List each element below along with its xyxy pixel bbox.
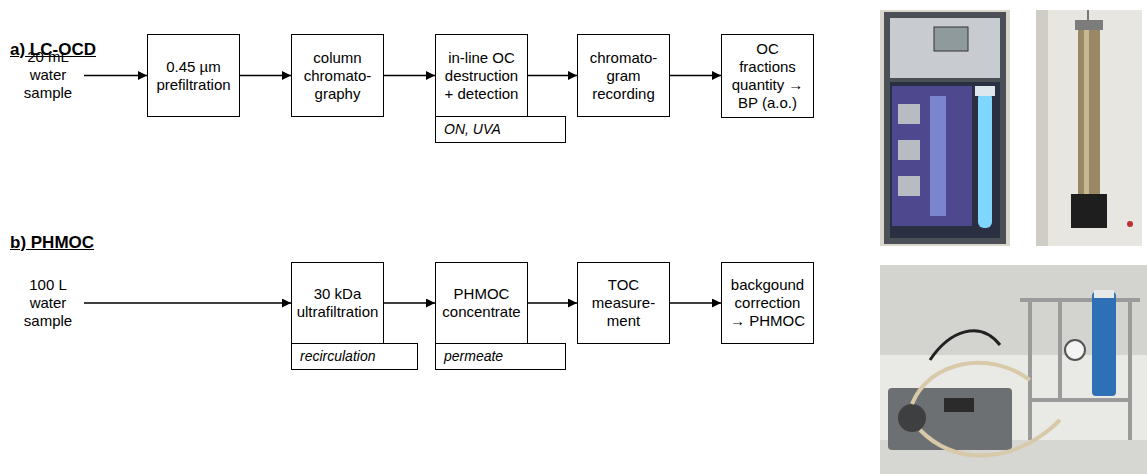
column-clamp: [1071, 194, 1107, 228]
uv-tube: [978, 92, 992, 228]
metal-frame: [1020, 300, 1140, 440]
flow-arrow: [384, 75, 435, 76]
process-box: TOC measure- ment: [577, 262, 670, 344]
node-text: 100 L water sample: [16, 276, 80, 330]
column-cap: [1075, 20, 1103, 30]
pump: [898, 104, 920, 124]
input-label: 100 L water sample: [16, 276, 80, 330]
node-text: backgound correction → PHMOC: [726, 276, 809, 330]
cartridge-cap: [1094, 290, 1114, 298]
node-text: ON, UVA: [444, 120, 501, 138]
fitting: [1127, 221, 1133, 227]
process-box: in-line OC destruction + detection: [435, 34, 528, 117]
power-cable: [930, 331, 1000, 360]
tube-cap: [975, 86, 995, 96]
column-body: [1078, 20, 1100, 198]
flow-arrow: [84, 302, 291, 303]
column-photo: [1036, 10, 1142, 246]
cabinet-panel: [890, 18, 1000, 78]
node-text: recirculation: [300, 347, 375, 365]
ultrafiltration-photo: [880, 265, 1147, 474]
photo-ground: [880, 265, 1147, 474]
node-text: 30 kDa ultrafiltration: [296, 285, 379, 321]
filter-cartridge: [1092, 292, 1116, 396]
uv-glow: [892, 86, 972, 226]
process-box: OC fractions quantity → BP (a.o.): [721, 34, 814, 118]
tubing: [912, 363, 1060, 456]
node-text: chromato- gram recording: [582, 49, 665, 103]
pump-display: [944, 398, 974, 412]
node-text: 0.45 µm prefiltration: [152, 58, 235, 94]
pump-head: [898, 404, 926, 432]
node-text: column chromato- graphy: [296, 49, 379, 103]
flow-arrow: [670, 75, 721, 76]
node-text: TOC measure- ment: [582, 276, 665, 330]
side-stream-box: ON, UVA: [435, 116, 566, 143]
display: [934, 27, 968, 51]
node-text: OC fractions quantity → BP (a.o.): [726, 40, 809, 112]
node-text: permeate: [444, 347, 503, 365]
process-box: 0.45 µm prefiltration: [147, 34, 240, 117]
side-stream-box: recirculation: [291, 343, 418, 370]
flow-arrow: [384, 302, 435, 303]
input-label: 20 mL water sample: [16, 48, 80, 102]
node-text: in-line OC destruction + detection: [440, 49, 523, 103]
flow-arrow: [528, 302, 577, 303]
section-heading: b) PHMOC: [10, 233, 94, 253]
pump: [898, 176, 920, 196]
column-shine: [1084, 20, 1089, 198]
glass-door: [890, 82, 1000, 238]
pump: [898, 140, 920, 160]
flow-arrow: [240, 75, 291, 76]
process-box: backgound correction → PHMOC: [721, 262, 814, 344]
peristaltic-pump: [888, 388, 1012, 450]
flow-arrow: [84, 75, 147, 76]
process-box: PHMOC concentrate: [435, 262, 528, 344]
instrument-photo: [880, 10, 1010, 246]
node-text: 20 mL water sample: [16, 48, 80, 102]
flow-arrow: [670, 302, 721, 303]
process-box: chromato- gram recording: [577, 34, 670, 117]
node-text: PHMOC concentrate: [440, 285, 523, 321]
tubing: [1087, 10, 1089, 20]
wall-edge: [1036, 10, 1048, 246]
cabinet: [884, 12, 1006, 244]
process-box: column chromato- graphy: [291, 34, 384, 117]
pressure-gauge: [1065, 340, 1085, 360]
photo-ground: [1036, 10, 1142, 246]
process-box: 30 kDa ultrafiltration: [291, 262, 384, 344]
side-stream-box: permeate: [435, 343, 566, 370]
photo-ground: [880, 10, 1010, 246]
reactor: [930, 96, 946, 216]
flow-arrow: [528, 75, 577, 76]
